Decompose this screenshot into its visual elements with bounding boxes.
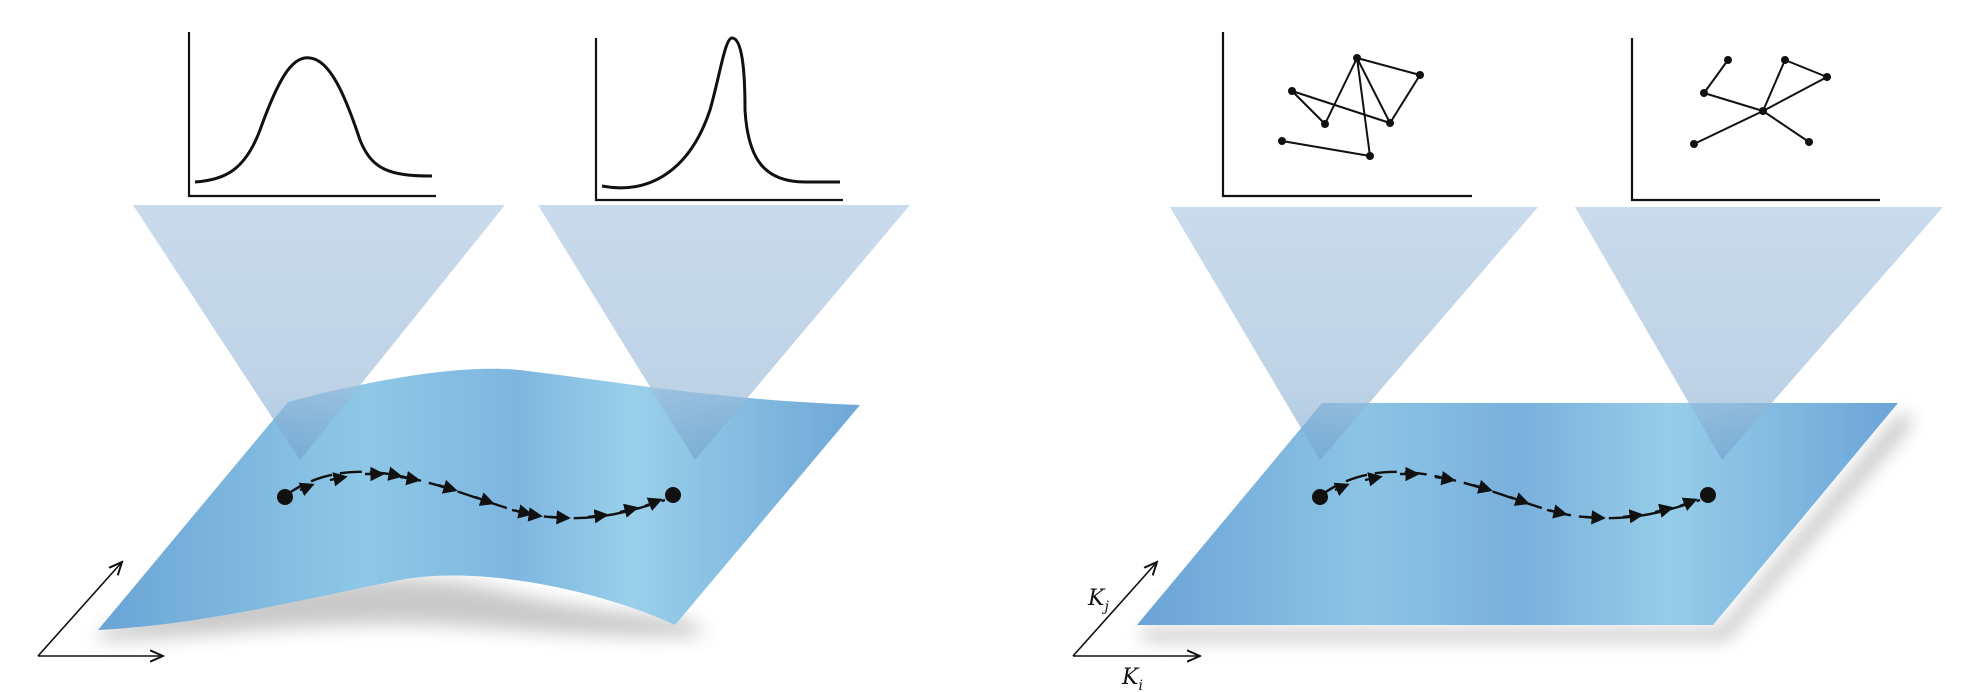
network-graph-a <box>1281 57 1421 157</box>
geodesic-path-left <box>277 466 681 525</box>
graph-node <box>1823 73 1831 81</box>
plot-axes <box>1630 38 1880 202</box>
left-panel <box>37 32 910 656</box>
graph-node <box>1724 56 1732 64</box>
plot-axes <box>187 32 436 198</box>
end-point <box>665 487 681 503</box>
start-point <box>277 489 293 505</box>
axis-label-ki: Ki <box>1121 665 1143 692</box>
graph-node <box>1781 56 1789 64</box>
network-graph-a-plot <box>1221 32 1472 198</box>
plot-axes <box>594 38 843 202</box>
graph-node <box>1366 152 1374 160</box>
geodesic-path-right <box>1312 466 1716 525</box>
left-sheet-shadow <box>100 577 705 640</box>
projection-beam-4 <box>1575 207 1943 460</box>
broad-bell-curve <box>194 56 433 184</box>
network-graph-b-plot <box>1630 38 1880 202</box>
graph-node <box>1805 138 1813 146</box>
narrow-peaked-curve <box>601 36 841 190</box>
coordinate-axes-right: Kj Ki <box>1072 562 1200 692</box>
start-point <box>1312 489 1328 505</box>
graph-node <box>1690 140 1698 148</box>
flat-kernel-surface <box>1137 403 1898 625</box>
end-point <box>1700 487 1716 503</box>
graph-node <box>1321 120 1329 128</box>
graph-node <box>1386 119 1394 127</box>
network-graph-b <box>1693 59 1828 145</box>
plot-axes <box>1221 32 1472 198</box>
graph-node <box>1288 87 1296 95</box>
projection-beam-1 <box>133 205 505 460</box>
coordinate-axes-left <box>37 562 163 656</box>
graph-node <box>1416 71 1424 79</box>
graph-node <box>1353 54 1361 62</box>
projection-beam-2 <box>538 205 910 460</box>
graph-node <box>1759 107 1767 115</box>
broad-bell-curve-plot <box>187 32 436 198</box>
graph-node <box>1700 89 1708 97</box>
right-panel: Kj Ki <box>1072 32 1943 692</box>
projection-beam-3 <box>1170 207 1538 460</box>
graph-node <box>1278 137 1286 145</box>
narrow-peaked-curve-plot <box>594 36 843 202</box>
axis-label-kj: Kj <box>1087 586 1109 615</box>
